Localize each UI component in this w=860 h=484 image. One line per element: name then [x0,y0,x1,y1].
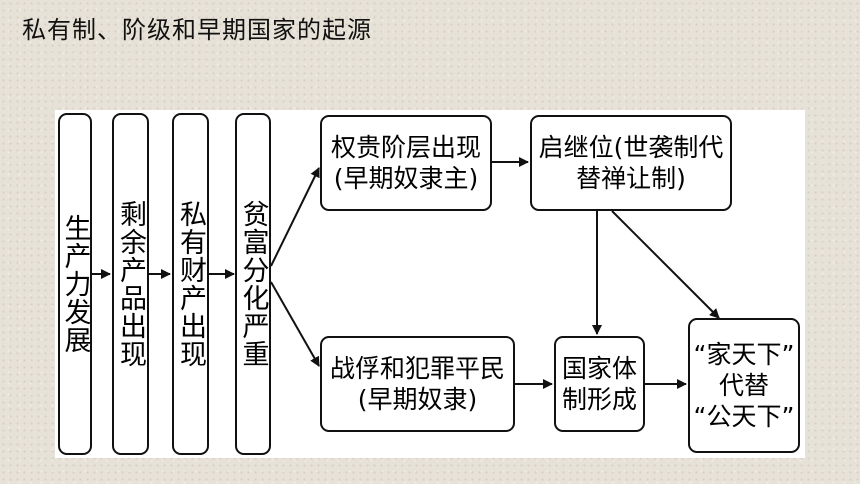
node-captives-line2: (早期奴隶) [357,385,478,414]
node-nobility-line1: 权贵阶层出现 [330,132,481,162]
node-surplus: 剩余产品出现 [112,113,149,455]
node-private-property-label: 私有财产出现 [175,200,206,368]
node-productivity: 生产力发展 [58,113,92,455]
node-state-line2: 制形成 [561,385,637,414]
arrow-wealth-gap-to-captives [270,281,320,367]
node-family-rule-line3: “公天下” [693,402,795,432]
node-family-rule-line1: “家天下” [693,339,795,369]
page-title: 私有制、阶级和早期国家的起源 [22,16,372,44]
node-productivity-label: 生产力发展 [59,214,91,354]
connector-arrows [92,157,720,389]
node-surplus-label: 剩余产品出现 [115,200,146,368]
node-nobility: 权贵阶层出现 (早期奴隶主) [320,115,492,211]
node-family-rule: “家天下” 代替 “公天下” [688,318,800,453]
node-succession-line1: 启继位(世袭制代 [538,132,724,162]
node-succession: 启继位(世袭制代 替禅让制) [530,115,732,211]
node-nobility-line2: (早期奴隶主) [333,164,479,193]
node-wealth-gap: 贫富分化严重 [235,113,271,455]
node-family-rule-line2: 代替 [718,370,769,400]
node-wealth-gap-label: 贫富分化严重 [237,200,269,368]
node-succession-line2: 替禅让制) [576,164,686,193]
node-state-line1: 国家体 [561,353,637,383]
node-private-property: 私有财产出现 [172,113,209,455]
arrow-wealth-gap-to-nobility [270,167,320,267]
diagram-panel: 生产力发展 剩余产品出现 私有财产出现 贫富分化严重 权贵阶层出现 (早期奴隶主… [55,110,805,458]
node-state: 国家体 制形成 [554,336,645,432]
arrow-succession-to-family-rule [611,210,720,319]
node-captives: 战俘和犯罪平民 (早期奴隶) [320,336,515,432]
node-captives-line1: 战俘和犯罪平民 [329,353,505,383]
